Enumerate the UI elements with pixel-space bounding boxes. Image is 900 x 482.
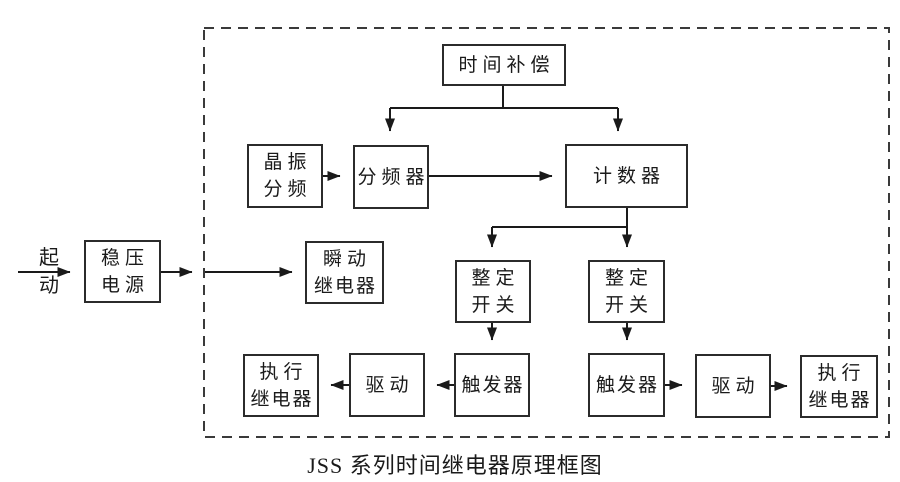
box-label-line2: 电源 bbox=[100, 274, 149, 296]
box-label-line2: 开关 bbox=[471, 294, 520, 316]
box-setting-switch-right: 整定 开关 bbox=[588, 260, 665, 323]
start-label-line2: 动 bbox=[39, 275, 59, 297]
wire-counter-branch bbox=[492, 208, 628, 228]
box-label-line1: 稳压 bbox=[100, 247, 149, 269]
box-label: 分频器 bbox=[357, 166, 430, 188]
box-exec-relay-right: 执行 继电器 bbox=[800, 355, 878, 418]
wire-timecomp-branch bbox=[390, 86, 618, 109]
box-label-line1: 执行 bbox=[817, 362, 866, 384]
box-label-line2: 开关 bbox=[604, 294, 653, 316]
box-label: 驱动 bbox=[365, 374, 414, 396]
box-counter: 计数器 bbox=[565, 144, 688, 208]
box-label-line2: 继电器 bbox=[313, 275, 377, 297]
box-regulated-power: 稳压 电源 bbox=[84, 240, 161, 303]
box-instant-relay: 瞬动 继电器 bbox=[305, 241, 384, 304]
box-trigger-right: 触发器 bbox=[588, 353, 665, 417]
box-label-line2: 继电器 bbox=[808, 389, 872, 411]
diagram-caption: JSS 系列时间继电器原理框图 bbox=[307, 453, 603, 478]
box-label-line2: 继电器 bbox=[250, 388, 314, 410]
box-drive-left: 驱动 bbox=[349, 353, 425, 417]
box-drive-right: 驱动 bbox=[695, 354, 771, 418]
box-label: 触发器 bbox=[595, 374, 659, 396]
box-setting-switch-left: 整定 开关 bbox=[455, 260, 531, 323]
box-label-line1: 晶振 bbox=[263, 152, 312, 173]
box-exec-relay-left: 执行 继电器 bbox=[243, 354, 319, 417]
box-label-line1: 整定 bbox=[471, 267, 520, 289]
box-label: 触发器 bbox=[461, 374, 525, 396]
start-label-line1: 起 bbox=[39, 247, 59, 269]
box-label-line1: 瞬动 bbox=[322, 248, 371, 270]
box-label: 计数器 bbox=[592, 165, 665, 187]
box-frequency-divider: 分频器 bbox=[353, 145, 429, 209]
start-label: 起 动 bbox=[26, 244, 72, 300]
box-label: 时间补偿 bbox=[458, 54, 555, 76]
dashed-boundary bbox=[203, 27, 890, 438]
box-label-line2: 分频 bbox=[263, 179, 312, 200]
box-trigger-left: 触发器 bbox=[454, 353, 530, 417]
box-label: 驱动 bbox=[711, 375, 760, 397]
box-time-compensation: 时间补偿 bbox=[442, 44, 566, 86]
box-label-line1: 执行 bbox=[259, 361, 308, 383]
box-label-line1: 整定 bbox=[604, 267, 653, 289]
box-crystal-divider: 晶振 分频 bbox=[247, 144, 323, 208]
